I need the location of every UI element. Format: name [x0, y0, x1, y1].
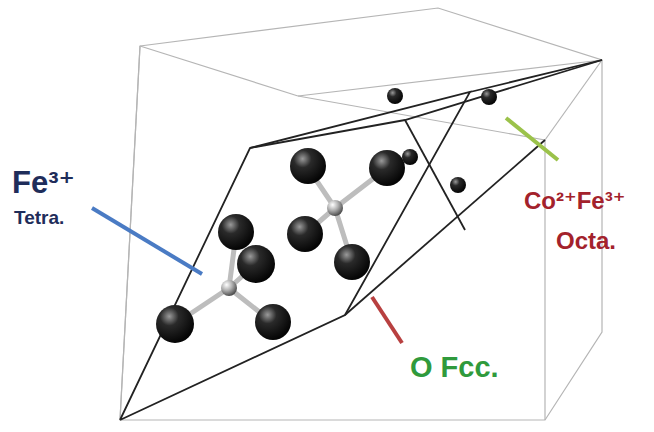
octa-atom: [387, 88, 497, 193]
primitive-cell: [120, 60, 602, 420]
ion-label: Co²⁺Fe³⁺: [524, 188, 625, 214]
ion-label: Fe³⁺: [12, 166, 75, 200]
site-label: Octa.: [556, 228, 616, 254]
leader-line: [92, 208, 202, 274]
site-label: Tetra.: [14, 208, 64, 229]
bond: [175, 168, 387, 324]
tetra-atom: [221, 200, 343, 296]
leader-line: [372, 297, 402, 343]
site-label: O Fcc.: [410, 352, 499, 384]
leader-line: [506, 118, 558, 160]
oxygen-atom: [156, 148, 405, 343]
